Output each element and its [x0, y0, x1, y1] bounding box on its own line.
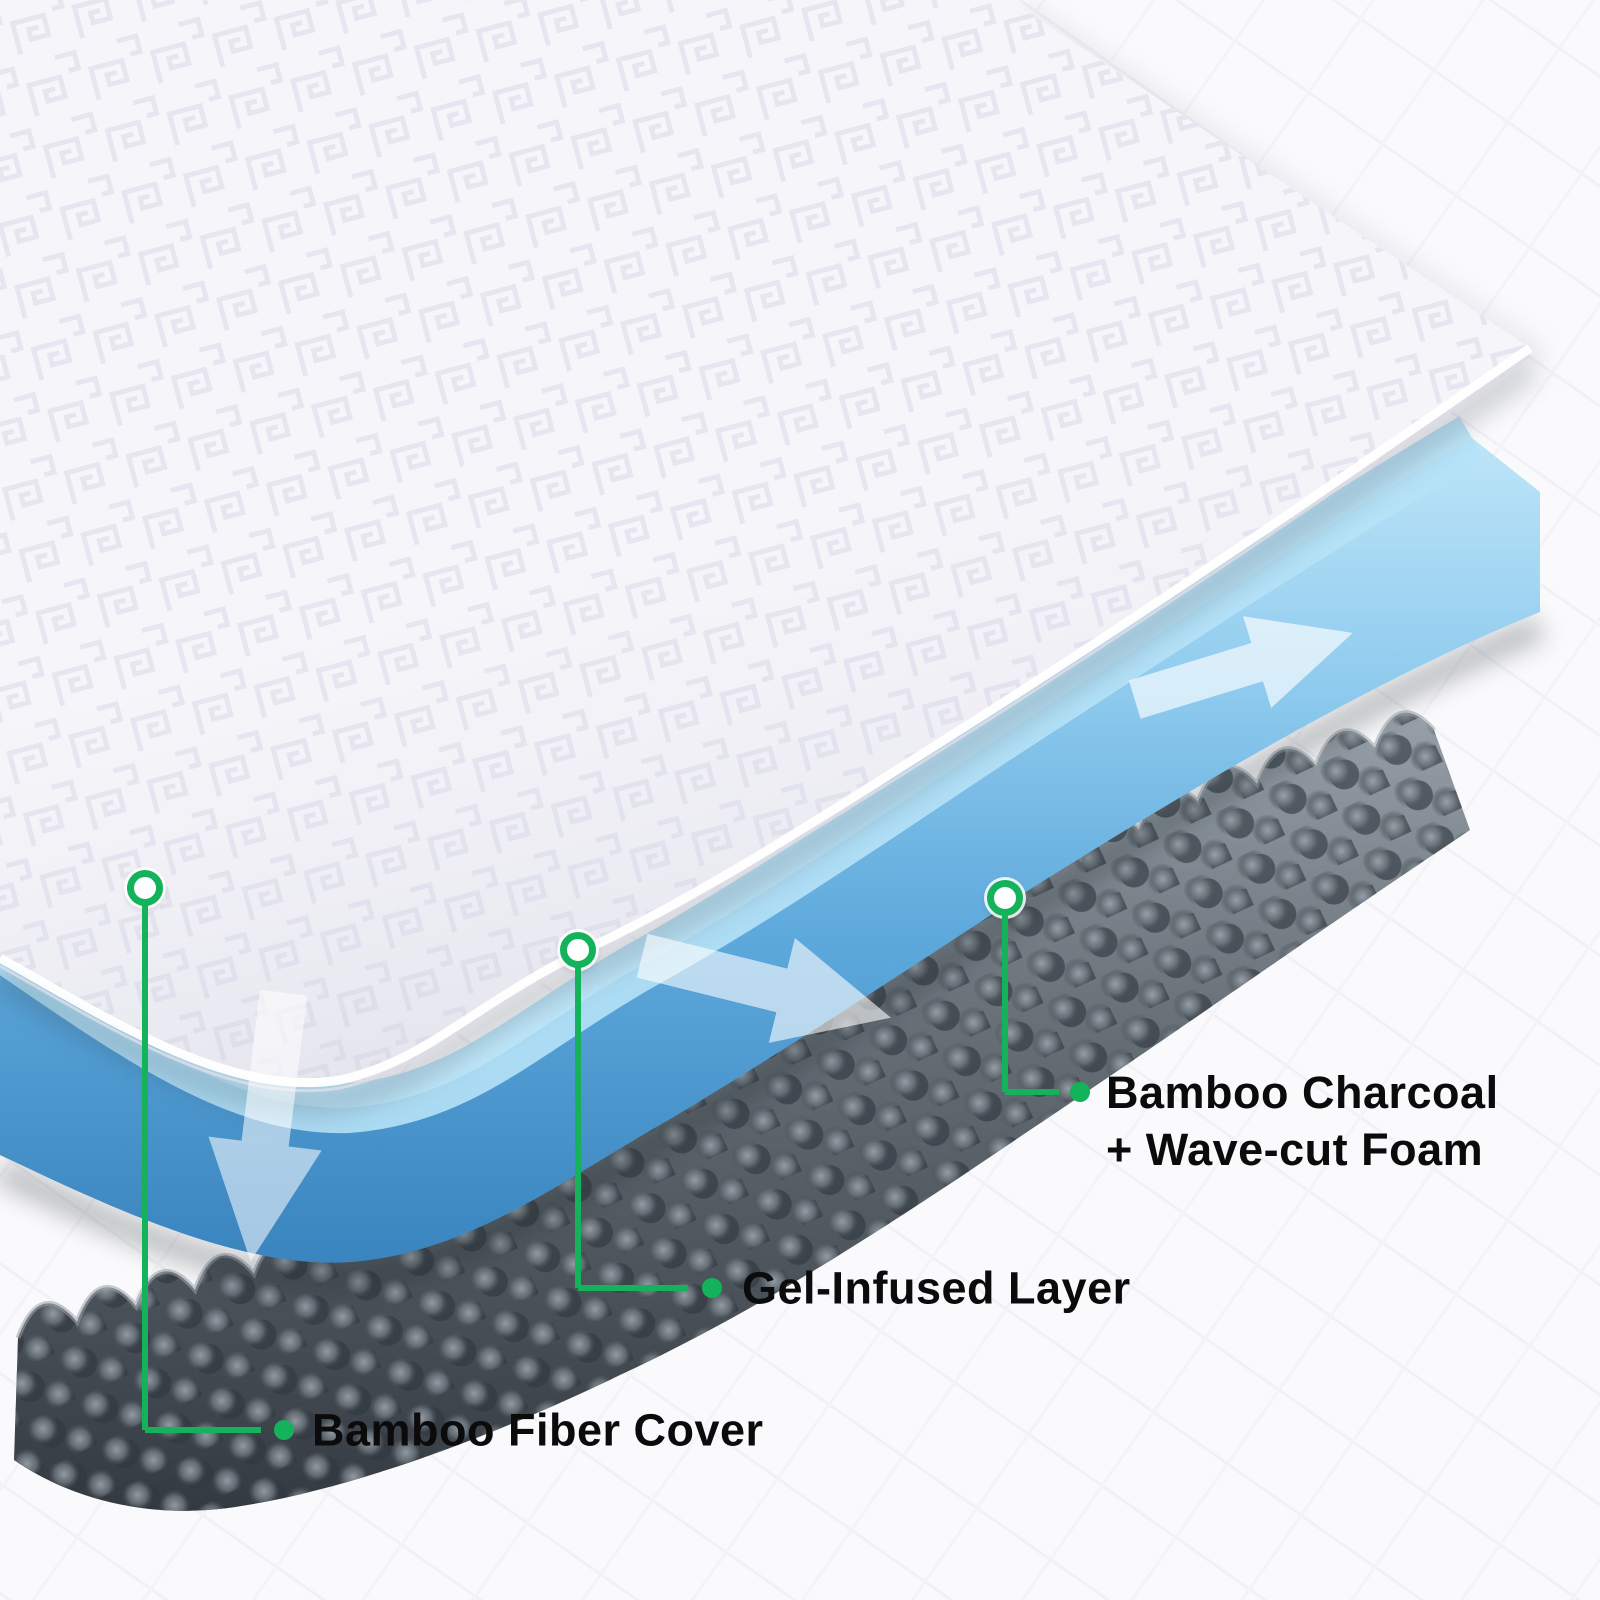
callout-marker-gel-infused-layer: [560, 932, 596, 968]
label-gel-infused-layer: Gel-Infused Layer: [742, 1260, 1131, 1317]
gel-infused-layer: [0, 366, 1540, 1263]
callout-line-bamboo-charcoal-foam: [1005, 1089, 1059, 1095]
callout-line-bamboo-charcoal-foam: [1002, 914, 1008, 1092]
label-dot-icon: [702, 1278, 722, 1298]
label-bamboo-fiber-cover: Bamboo Fiber Cover: [312, 1402, 764, 1459]
callout-line-gel-infused-layer: [578, 1285, 688, 1291]
callout-marker-bamboo-fiber-cover: [127, 870, 163, 906]
label-bamboo-charcoal-foam: Bamboo Charcoal + Wave-cut Foam: [1106, 1064, 1499, 1178]
label-dot-icon: [274, 1420, 294, 1440]
label-text: Gel-Infused Layer: [742, 1262, 1131, 1314]
callout-line-bamboo-fiber-cover: [142, 904, 148, 1430]
callout-line-bamboo-fiber-cover: [145, 1427, 261, 1433]
callout-line-gel-infused-layer: [575, 966, 581, 1288]
bamboo-fiber-cover-layer: [0, 0, 1546, 1093]
callout-marker-bamboo-charcoal-foam: [987, 880, 1023, 916]
label-text: Bamboo Fiber Cover: [312, 1404, 764, 1456]
label-text-line-1: Bamboo Charcoal: [1106, 1067, 1499, 1118]
label-dot-icon: [1070, 1082, 1090, 1102]
label-text-line-2: + Wave-cut Foam: [1106, 1124, 1484, 1175]
